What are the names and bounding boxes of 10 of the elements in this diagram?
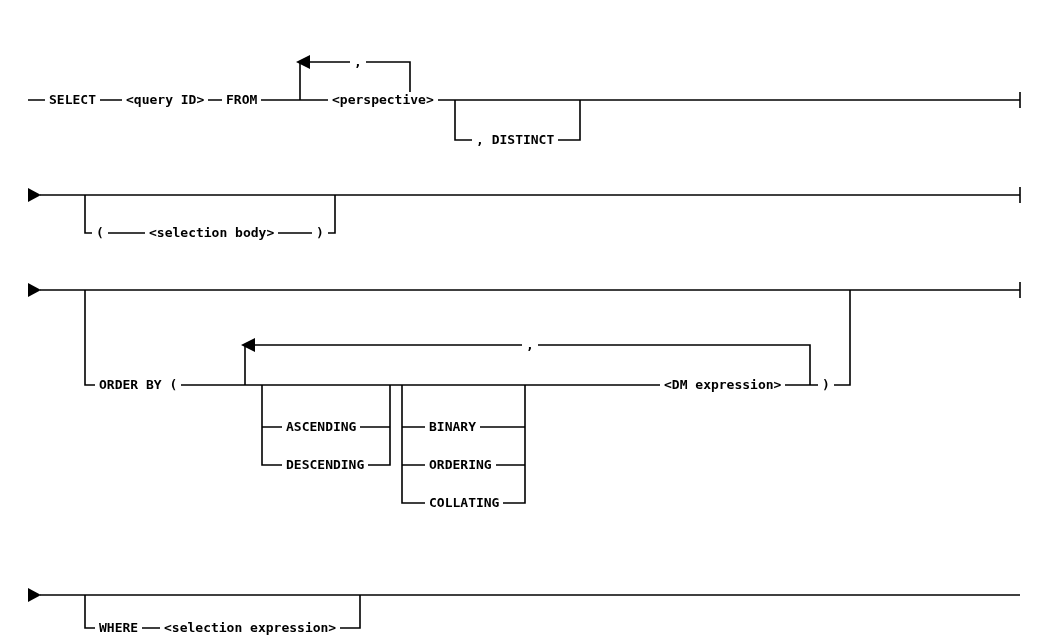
separator-label: ) (312, 225, 328, 241)
placeholder-label: <selection expression> (160, 620, 341, 636)
separator-label: ) (818, 377, 834, 393)
keyword-label: ORDER BY ( (95, 377, 182, 393)
placeholder-label: <query ID> (122, 92, 209, 108)
placeholder-label: <DM expression> (660, 377, 786, 393)
placeholder-label: <selection body> (145, 225, 279, 241)
placeholder-label: <perspective> (328, 92, 438, 108)
keyword-label: , DISTINCT (472, 132, 559, 148)
separator-label: ( (92, 225, 108, 241)
